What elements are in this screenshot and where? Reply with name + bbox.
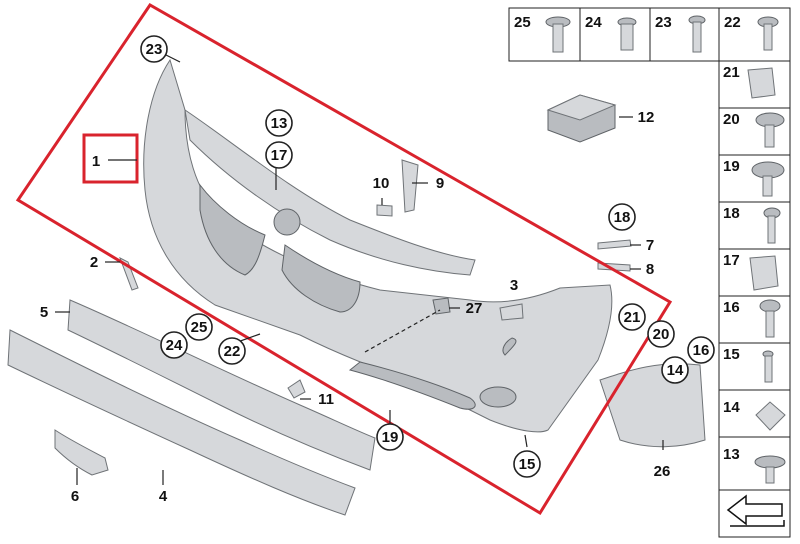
callout-20: 20: [653, 326, 670, 343]
clip-11-part: [287, 379, 306, 399]
callout-24: 24: [166, 337, 183, 354]
grille-carrier-part: [184, 108, 476, 313]
callout-1-box: [82, 133, 139, 184]
cover-3-part: [499, 303, 524, 321]
callout-7: 7: [646, 237, 654, 254]
fastener-cell-label: 13: [723, 446, 740, 463]
fastener-cell-label: 21: [723, 64, 740, 81]
callout-2: 2: [90, 254, 98, 271]
sensor-27-part: [432, 297, 451, 315]
fastener-cell-label: 25: [514, 14, 531, 31]
callout-21: 21: [624, 309, 641, 326]
callout-3: 3: [510, 277, 518, 294]
fastener-cell-label: 24: [585, 14, 602, 31]
callout-18: 18: [614, 209, 631, 226]
fastener-cell-label: 14: [723, 399, 740, 416]
reinforcement-5-part: [67, 299, 376, 471]
callout-13: 13: [271, 115, 288, 132]
callout-26: 26: [654, 463, 671, 480]
strip-7-8-part: [597, 239, 632, 272]
callout-27: 27: [466, 300, 483, 317]
trim-2-part: [119, 256, 139, 291]
callout-10: 10: [373, 175, 390, 192]
callout-15: 15: [519, 456, 536, 473]
callout-5: 5: [40, 304, 48, 321]
callout-4: 4: [159, 488, 168, 505]
callout-16: 16: [693, 342, 710, 359]
side-bracket-26-part: [599, 363, 706, 448]
fastener-cell-label: 22: [724, 14, 741, 31]
fastener-column: 21 20 19 18 17 16 15 14 13: [718, 60, 791, 538]
fastener-cell-label: 16: [723, 299, 740, 316]
fastener-cell-label: 23: [655, 14, 672, 31]
block-12-part: [546, 94, 617, 143]
fastener-cell-label: 18: [723, 205, 740, 222]
arrow-down-left-icon: [726, 494, 785, 527]
highlight-frame: [15, 3, 673, 516]
callout-8: 8: [646, 261, 654, 278]
callout-19: 19: [382, 429, 399, 446]
callout-23: 23: [146, 41, 163, 58]
callout-14: 14: [667, 362, 684, 379]
bracket-6-part: [54, 429, 109, 476]
callout-1: 1: [92, 153, 100, 170]
callout-6: 6: [71, 488, 79, 505]
reinforcement-4-part: [7, 329, 356, 516]
fastener-cell-label: 20: [723, 111, 740, 128]
callout-22: 22: [224, 343, 241, 360]
fastener-cell-label: 19: [723, 158, 740, 175]
callout-12: 12: [638, 109, 655, 126]
callout-9: 9: [436, 175, 444, 192]
callout-11: 11: [318, 391, 334, 408]
fastener-top-row: 25 24 23 22: [508, 7, 791, 62]
fastener-cell-label: 17: [723, 252, 740, 269]
bracket-9-part: [376, 159, 419, 217]
fastener-cell-label: 15: [723, 346, 740, 363]
callout-17: 17: [271, 147, 288, 164]
callout-25: 25: [191, 319, 208, 336]
